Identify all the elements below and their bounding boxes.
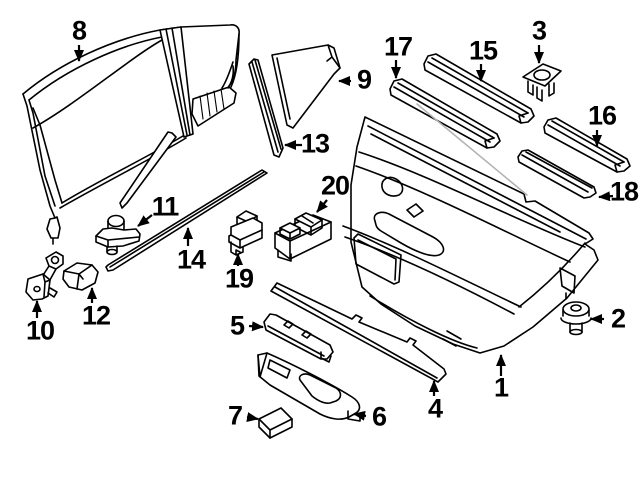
part-19-window-switch (228, 210, 263, 256)
arrow-20 (316, 199, 328, 213)
callout-arrows (32, 45, 614, 422)
part-8-door-window-glass-assembly (22, 24, 240, 245)
part-20-window-switch-unit (274, 212, 332, 262)
callout-label-14: 14 (176, 244, 206, 275)
callout-label-6: 6 (371, 401, 387, 432)
arrow-18 (598, 191, 614, 202)
callout-label-12: 12 (81, 300, 111, 331)
part-16-shaft-strip (543, 117, 631, 173)
part-4-lower-trim-strip (270, 282, 447, 383)
callout-label-11: 11 (151, 191, 180, 222)
callout-label-18: 18 (609, 176, 639, 207)
callout-label-16: 16 (587, 100, 617, 131)
part-17-shaft-strip (389, 78, 501, 149)
callout-label-3: 3 (531, 15, 547, 46)
callout-label-9: 9 (356, 64, 372, 95)
callout-label-20: 20 (320, 170, 350, 201)
callout-label-15: 15 (468, 35, 498, 66)
part-2-fastener-grommet (560, 301, 592, 336)
callout-label-8: 8 (71, 15, 87, 46)
callout-label-1: 1 (493, 372, 509, 403)
part-10-bracket (25, 251, 64, 301)
callout-label-19: 19 (224, 263, 254, 294)
callout-label-2: 2 (610, 303, 626, 334)
arrow-6 (353, 410, 367, 421)
part-7-switch-blank (258, 407, 293, 439)
part-12-clamp (62, 262, 99, 291)
part-11-glass-bracket (95, 214, 141, 256)
arrow-5 (248, 321, 264, 332)
part-18-shaft-strip (517, 149, 597, 199)
part-1-door-trim-panel (342, 103, 599, 354)
callout-label-13: 13 (300, 128, 330, 159)
callout-label-10: 10 (25, 315, 55, 346)
arrow-11 (137, 214, 153, 227)
callout-label-7: 7 (227, 400, 243, 431)
part-3-clip (522, 63, 562, 102)
part-6-switch-bezel (257, 352, 361, 422)
part-9-quarter-glass (271, 44, 341, 129)
part-5-pull-handle-trim (263, 313, 334, 363)
part-14-inner-weatherstrip (105, 169, 268, 272)
part-13-guide-web-cover (248, 58, 284, 158)
part-15-shaft-strip (423, 53, 535, 124)
callout-label-4: 4 (427, 393, 443, 424)
callout-label-5: 5 (229, 310, 245, 341)
arrow-7 (246, 412, 259, 422)
callout-label-17: 17 (383, 31, 413, 62)
